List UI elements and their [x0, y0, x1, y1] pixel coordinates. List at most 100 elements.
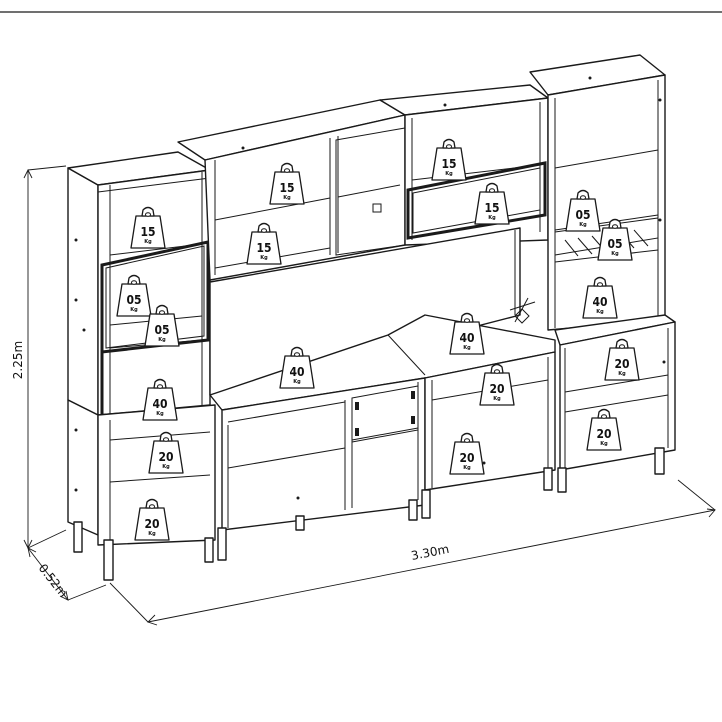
weight-handle [155, 304, 169, 315]
weight-handle-hole [157, 384, 163, 389]
leg [217, 527, 227, 561]
leg [103, 539, 114, 581]
height-label: 2.25m [11, 341, 25, 379]
weight-unit: Kg [293, 379, 301, 385]
weight-value: 15 [140, 225, 155, 239]
dimension-height: 2.25m [11, 165, 67, 550]
weight-handle [485, 182, 499, 193]
weight-unit: Kg [463, 345, 471, 351]
weight-handle [593, 276, 607, 287]
weight-handle [141, 206, 155, 217]
weight-value: 40 [592, 295, 607, 309]
weight-handle [576, 189, 590, 200]
leg [73, 521, 83, 553]
weight-unit: Kg [156, 411, 164, 417]
leg [295, 515, 305, 531]
weight-handle-hole [597, 282, 603, 287]
depth-label: 0.52m [36, 561, 71, 600]
weight-value: 40 [289, 365, 304, 379]
leg [204, 537, 214, 563]
weight-handle [490, 363, 504, 374]
weight-value: 20 [596, 427, 611, 441]
weight-value: 05 [575, 208, 590, 222]
weight-handle-hole [131, 280, 137, 285]
screw-holes [74, 76, 666, 500]
weight-unit: Kg [618, 371, 626, 377]
weight-unit: Kg [611, 251, 619, 257]
weight-handle [460, 312, 474, 323]
weight-handle [127, 274, 141, 285]
weight-unit: Kg [130, 307, 138, 313]
weight-handle-hole [149, 504, 155, 509]
dimension-width: 3.30m [109, 479, 716, 626]
weight-handle [615, 338, 629, 349]
weight-handle-hole [163, 437, 169, 442]
weight-unit: Kg [445, 171, 453, 177]
weight-handle-hole [464, 438, 470, 443]
weight-handle [159, 431, 173, 442]
leg [543, 467, 553, 491]
weight-handle [442, 138, 456, 149]
weight-handle-hole [612, 224, 618, 229]
weight-handle-hole [284, 168, 290, 173]
weight-handle [257, 222, 271, 233]
weight-handle-hole [494, 369, 500, 374]
weight-unit: Kg [158, 337, 166, 343]
weight-handle-hole [489, 188, 495, 193]
weight-handle [608, 218, 622, 229]
leg [408, 499, 418, 521]
weight-handle-hole [464, 318, 470, 323]
weight-unit: Kg [493, 396, 501, 402]
weight-value: 20 [158, 450, 173, 464]
weight-value: 20 [459, 451, 474, 465]
weight-handle [290, 346, 304, 357]
width-label: 3.30m [410, 542, 450, 563]
weight-handle-hole [580, 195, 586, 200]
weight-unit: Kg [488, 215, 496, 221]
weight-handle [280, 162, 294, 173]
weight-value: 15 [441, 157, 456, 171]
weight-value: 20 [489, 382, 504, 396]
left-base-cabinet [67, 399, 216, 581]
weight-handle-hole [261, 228, 267, 233]
weight-handle-hole [601, 414, 607, 419]
dimension-depth: 0.52m [27, 547, 107, 601]
weight-value: 15 [484, 201, 499, 215]
weight-handle [460, 432, 474, 443]
weight-unit: Kg [260, 255, 268, 261]
weight-handle-hole [294, 352, 300, 357]
weight-value: 40 [459, 331, 474, 345]
leg [421, 489, 431, 519]
weight-unit: Kg [162, 464, 170, 470]
weight-unit: Kg [144, 239, 152, 245]
weight-value: 05 [126, 293, 141, 307]
weights-layer: 15Kg05Kg05Kg40Kg20Kg20Kg15Kg15Kg15Kg15Kg… [116, 138, 640, 541]
weight-handle [153, 378, 167, 389]
weight-handle-hole [619, 344, 625, 349]
right-tower [529, 54, 666, 331]
right-base-cabinet [554, 314, 676, 493]
weight-value: 05 [154, 323, 169, 337]
weight-handle-hole [145, 212, 151, 217]
weight-value: 05 [607, 237, 622, 251]
weight-handle [597, 408, 611, 419]
weight-unit: Kg [596, 309, 604, 315]
weight-unit: Kg [579, 222, 587, 228]
weight-unit: Kg [463, 465, 471, 471]
weight-value: 15 [279, 181, 294, 195]
weight-unit: Kg [148, 531, 156, 537]
weight-handle-hole [159, 310, 165, 315]
